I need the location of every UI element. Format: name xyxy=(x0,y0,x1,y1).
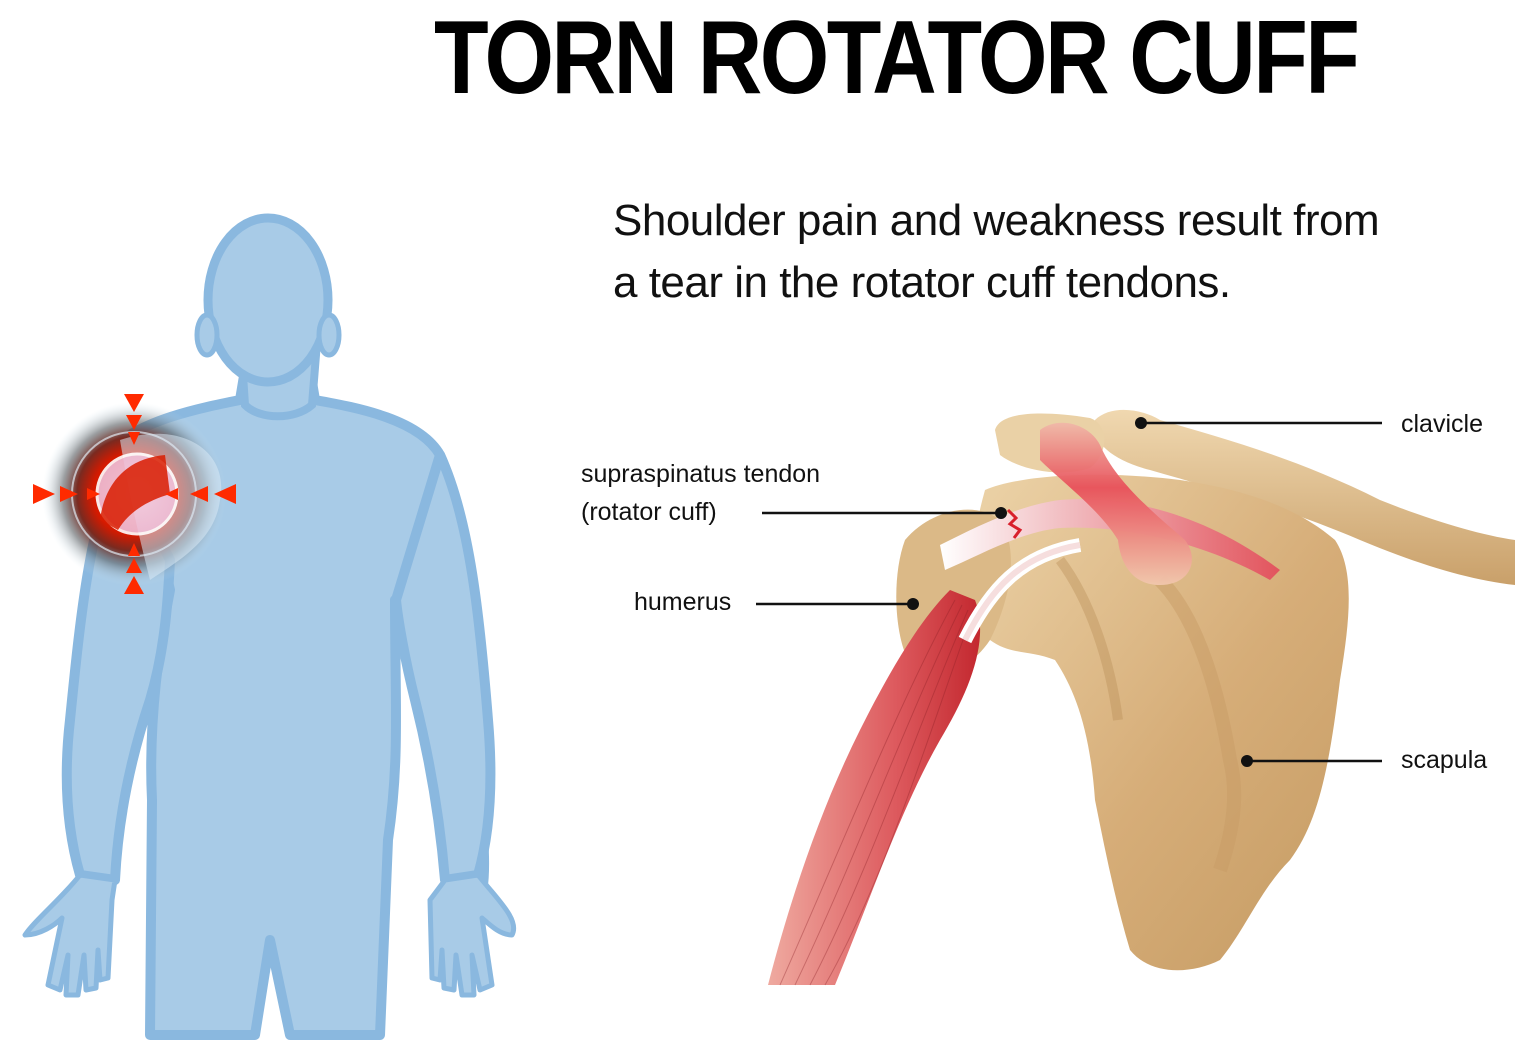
label-scapula: scapula xyxy=(1401,746,1488,774)
body-silhouette xyxy=(22,213,517,1040)
title-text: TORN ROTATOR CUFF xyxy=(434,0,1360,116)
arrow-icons xyxy=(33,394,236,594)
description-line-1: Shoulder pain and weakness result from xyxy=(613,196,1380,245)
pain-indicator xyxy=(33,394,236,594)
label-clavicle: clavicle xyxy=(1401,410,1483,438)
label-humerus: humerus xyxy=(634,588,732,616)
left-hand xyxy=(22,872,118,998)
label-dots xyxy=(907,417,1253,767)
right-arm xyxy=(391,450,496,885)
right-ear xyxy=(316,312,342,358)
description: Shoulder pain and weakness result from a… xyxy=(613,190,1513,314)
shoulder-anatomy xyxy=(768,409,1515,986)
crossing-ligament xyxy=(1040,422,1192,585)
head xyxy=(203,213,333,387)
right-hand xyxy=(427,872,517,998)
clavicle-bone xyxy=(1094,409,1515,585)
supraspinatus-tendon xyxy=(940,499,1280,580)
scapula-bone xyxy=(972,474,1349,971)
tear-mark xyxy=(1006,508,1023,539)
page-title: TORN ROTATOR CUFF xyxy=(115,0,1436,116)
left-ear xyxy=(194,312,220,358)
leader-lines xyxy=(756,421,1382,763)
label-supraspinatus-line2: (rotator cuff) xyxy=(581,498,717,526)
arm-muscle xyxy=(768,590,981,985)
label-supraspinatus-line1: supraspinatus tendon xyxy=(581,460,821,488)
description-line-2: a tear in the rotator cuff tendons. xyxy=(613,258,1231,307)
